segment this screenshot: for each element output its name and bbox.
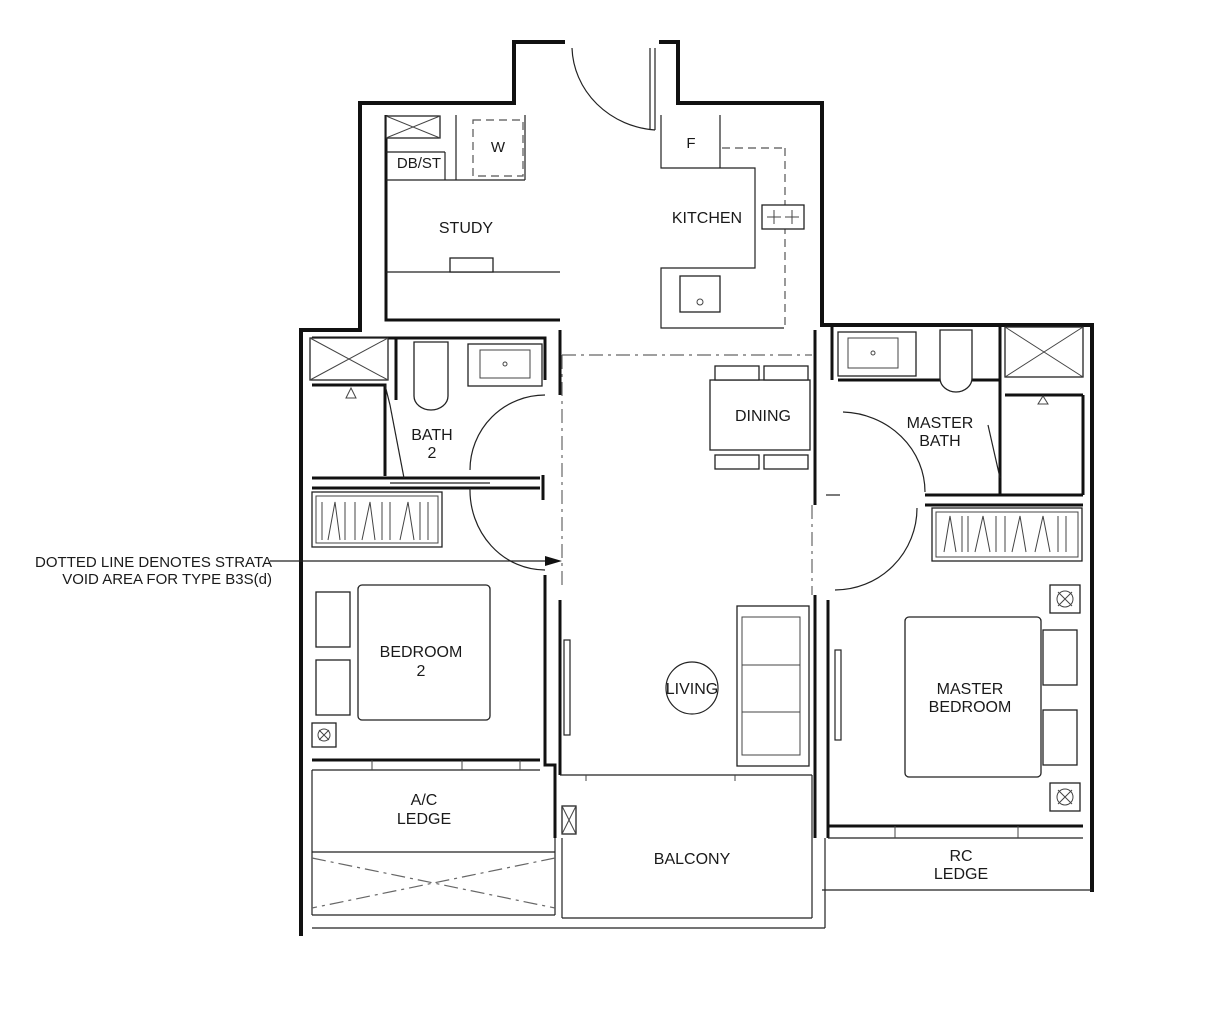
washer-label: W (491, 139, 506, 156)
study-desk-lamp (449, 257, 494, 273)
washer-box (472, 119, 524, 177)
bath2-toilet (413, 341, 449, 411)
master-bedroom-label-1: MASTER (937, 681, 1004, 698)
bedroom2-wardrobe (311, 491, 443, 548)
master-bath-label-1: MASTER (907, 415, 974, 432)
dining-table (709, 365, 811, 470)
bath2-basin (467, 343, 543, 387)
kitchen-sink (679, 275, 721, 313)
master-shaft (1004, 326, 1084, 405)
ac-ledge-shaft (311, 857, 556, 909)
bath2-label-2: 2 (428, 445, 437, 462)
exterior-walls (299, 40, 1094, 936)
strata-lines (561, 147, 813, 595)
master-wardrobe (931, 507, 1083, 562)
dbst-label: DB/ST (397, 155, 441, 172)
windows (371, 639, 1019, 838)
kitchen-label: KITCHEN (672, 210, 742, 227)
master-basin (837, 331, 917, 377)
study-label: STUDY (439, 220, 494, 237)
master-bed (904, 584, 1081, 812)
bedroom2-label-2: 2 (417, 663, 426, 680)
living-label: LIVING (666, 681, 718, 698)
hob (761, 204, 805, 230)
balcony-label: BALCONY (654, 851, 731, 868)
master-bedroom-label-2: BEDROOM (929, 699, 1012, 716)
rc-ledge-label-1: RC (949, 848, 972, 865)
bedroom2-label-1: BEDROOM (380, 644, 463, 661)
doors (384, 47, 1001, 591)
pipe-box (561, 805, 577, 835)
master-toilet (939, 329, 973, 393)
master-bath-label-2: BATH (919, 433, 960, 450)
bath2-label-1: BATH (411, 427, 452, 444)
dining-label: DINING (735, 408, 791, 425)
rc-ledge-label-2: LEDGE (934, 866, 988, 883)
sofa (736, 605, 810, 767)
bath2-shaft (309, 337, 389, 399)
ac-ledge-label-1: A/C (411, 792, 438, 809)
fridge-label: F (686, 135, 695, 152)
strata-note-line-1: DOTTED LINE DENOTES STRATA (35, 554, 272, 571)
bedroom2-bed (311, 584, 491, 748)
living-circle (665, 661, 719, 715)
ac-ledge-label-2: LEDGE (397, 811, 451, 828)
shaft-top (385, 115, 441, 139)
strata-note-line-2: VOID AREA FOR TYPE B3S(d) (62, 571, 272, 588)
note-leader (270, 556, 562, 566)
